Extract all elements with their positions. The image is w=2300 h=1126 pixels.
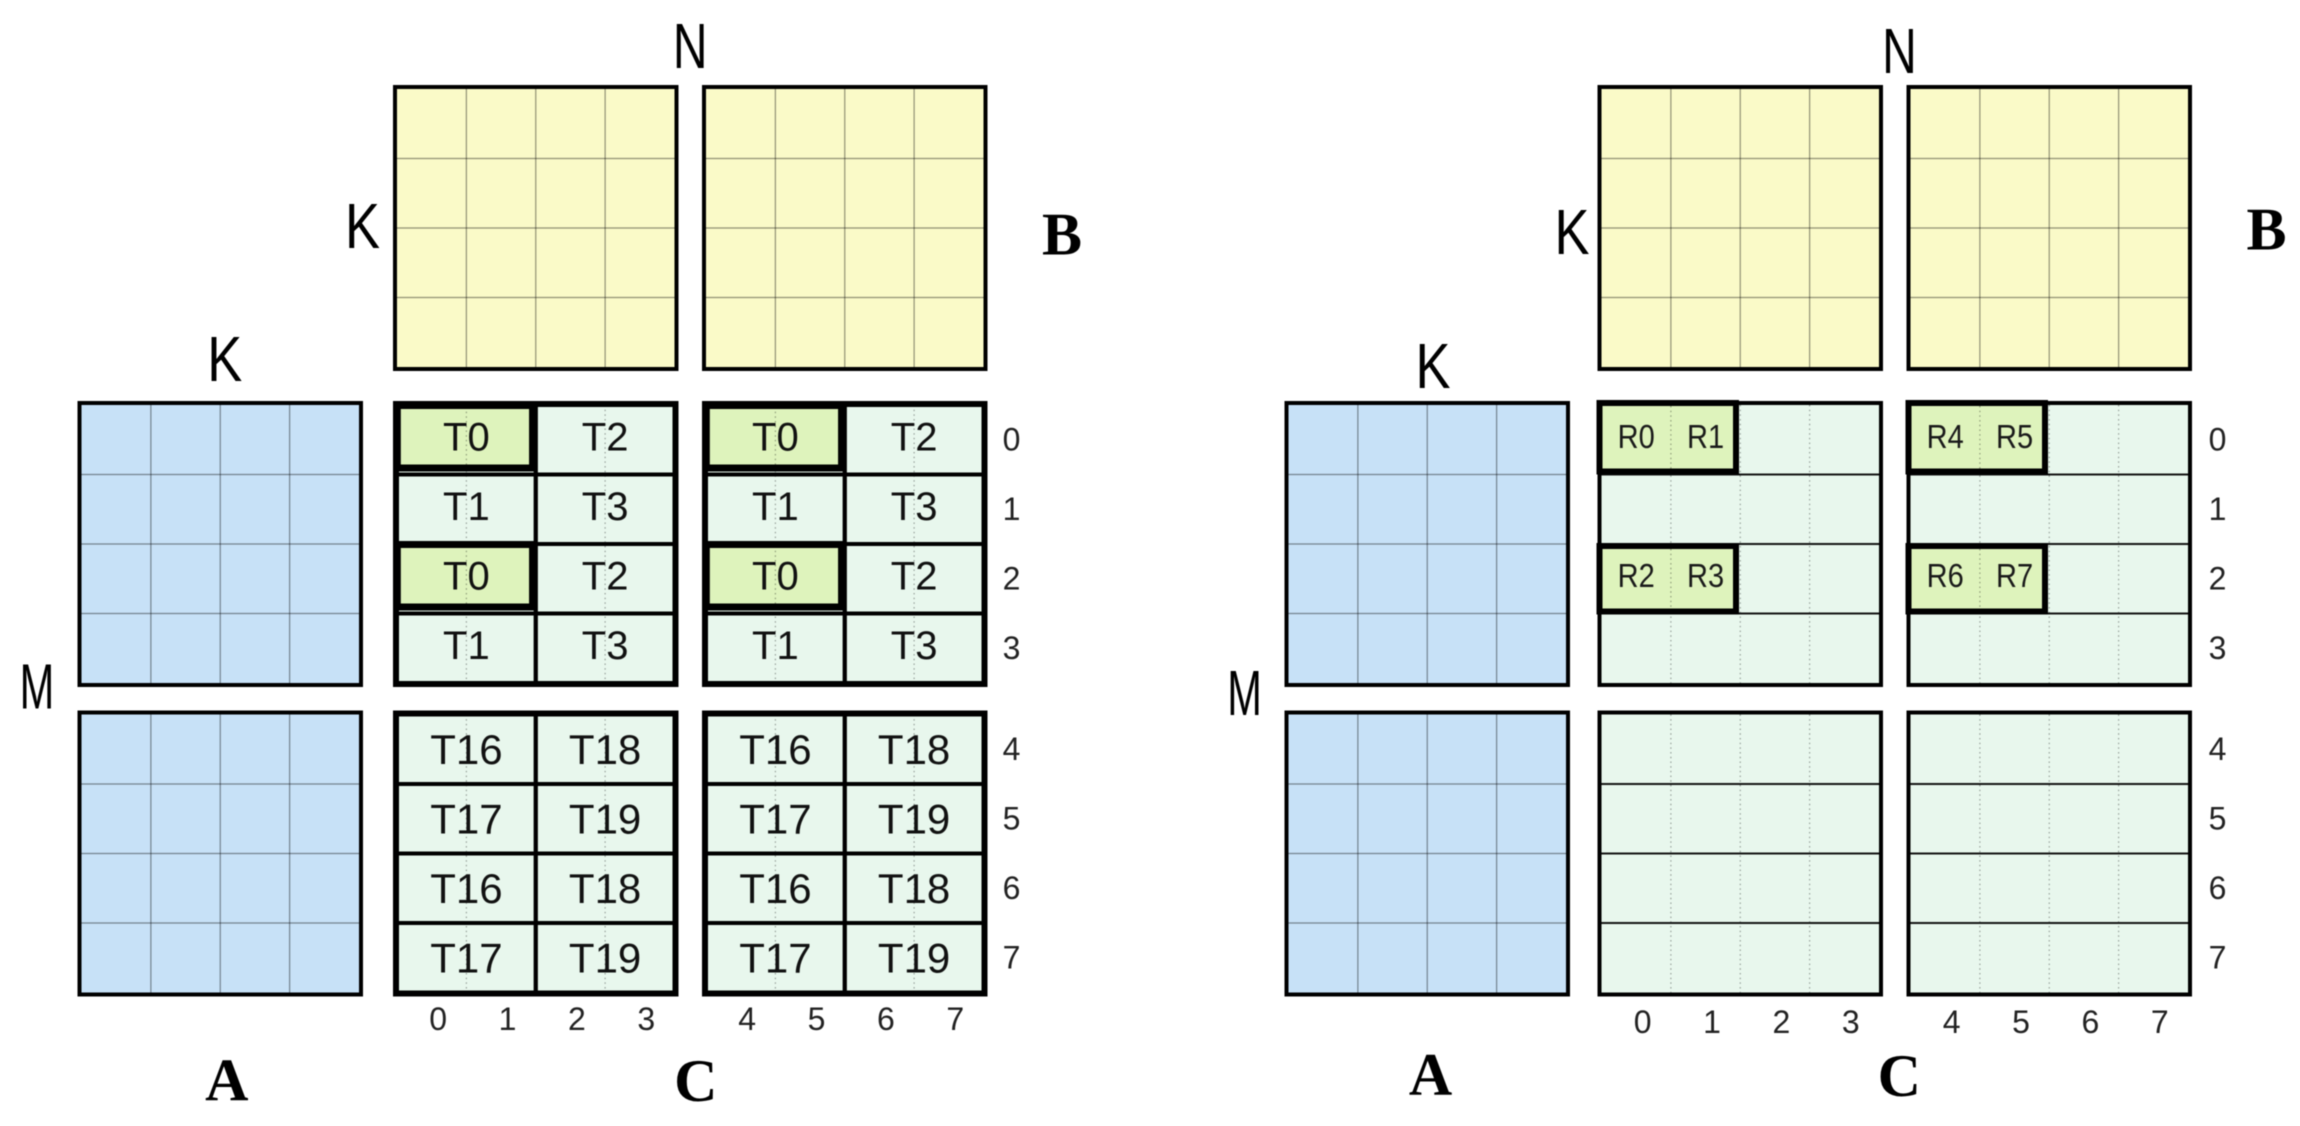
svg-text:T2: T2	[891, 554, 938, 598]
svg-text:T3: T3	[582, 624, 629, 668]
svg-text:4: 4	[1003, 731, 1021, 767]
svg-text:4: 4	[738, 1001, 756, 1037]
svg-text:5: 5	[1003, 800, 1021, 836]
svg-text:4: 4	[2209, 731, 2227, 767]
svg-text:N: N	[1882, 15, 1917, 86]
svg-text:3: 3	[2209, 630, 2227, 666]
svg-text:5: 5	[2209, 800, 2227, 836]
svg-text:T17: T17	[430, 795, 502, 842]
svg-text:6: 6	[2209, 870, 2227, 906]
svg-text:T16: T16	[739, 865, 811, 912]
svg-text:T0: T0	[443, 554, 490, 598]
svg-text:T17: T17	[739, 934, 811, 981]
svg-text:B: B	[1042, 202, 1082, 268]
svg-text:C: C	[1878, 1043, 1921, 1109]
svg-text:K: K	[345, 191, 380, 262]
svg-text:T19: T19	[878, 934, 950, 981]
svg-text:6: 6	[1003, 870, 1021, 906]
svg-text:T18: T18	[569, 865, 641, 912]
svg-text:2: 2	[1773, 1004, 1791, 1040]
svg-text:5: 5	[2012, 1004, 2030, 1040]
svg-text:R3: R3	[1687, 558, 1724, 595]
svg-text:T16: T16	[430, 726, 502, 773]
svg-text:3: 3	[637, 1001, 655, 1037]
svg-text:1: 1	[499, 1001, 517, 1037]
svg-text:A: A	[205, 1047, 248, 1113]
svg-text:3: 3	[1003, 630, 1021, 666]
svg-text:0: 0	[429, 1001, 447, 1037]
svg-text:T19: T19	[569, 795, 641, 842]
svg-text:T3: T3	[891, 624, 938, 668]
svg-text:K: K	[207, 324, 242, 395]
svg-text:7: 7	[2209, 939, 2227, 975]
svg-text:T1: T1	[443, 624, 490, 668]
svg-text:R7: R7	[1996, 558, 2033, 595]
svg-text:T3: T3	[891, 485, 938, 529]
svg-text:1: 1	[1003, 491, 1021, 527]
svg-text:N: N	[673, 10, 708, 81]
svg-text:1: 1	[2209, 491, 2227, 527]
svg-text:T16: T16	[430, 865, 502, 912]
svg-text:0: 0	[1003, 421, 1021, 457]
svg-text:M: M	[20, 652, 55, 723]
svg-text:T19: T19	[878, 795, 950, 842]
svg-text:0: 0	[1634, 1004, 1652, 1040]
svg-text:R0: R0	[1618, 419, 1655, 456]
svg-text:R1: R1	[1687, 419, 1724, 456]
svg-text:B: B	[2246, 197, 2286, 263]
svg-text:T17: T17	[739, 795, 811, 842]
svg-text:4: 4	[1943, 1004, 1961, 1040]
svg-text:T0: T0	[443, 415, 490, 459]
svg-text:T18: T18	[878, 865, 950, 912]
svg-text:T3: T3	[582, 485, 629, 529]
svg-text:3: 3	[1842, 1004, 1860, 1040]
svg-text:T2: T2	[582, 554, 629, 598]
svg-text:2: 2	[568, 1001, 586, 1037]
svg-text:R2: R2	[1618, 558, 1655, 595]
svg-text:6: 6	[877, 1001, 895, 1037]
svg-text:7: 7	[2151, 1004, 2169, 1040]
svg-text:7: 7	[946, 1001, 964, 1037]
svg-text:T17: T17	[430, 934, 502, 981]
svg-text:M: M	[1227, 658, 1262, 729]
svg-text:5: 5	[808, 1001, 826, 1037]
svg-text:R4: R4	[1927, 419, 1964, 456]
svg-text:T16: T16	[739, 726, 811, 773]
svg-text:T1: T1	[752, 624, 799, 668]
svg-text:T0: T0	[752, 415, 799, 459]
svg-text:0: 0	[2209, 421, 2227, 457]
svg-text:T2: T2	[582, 415, 629, 459]
svg-text:T1: T1	[752, 485, 799, 529]
svg-text:C: C	[674, 1048, 717, 1114]
svg-text:T18: T18	[878, 726, 950, 773]
svg-text:T18: T18	[569, 726, 641, 773]
svg-text:1: 1	[1703, 1004, 1721, 1040]
svg-text:T1: T1	[443, 485, 490, 529]
svg-text:R5: R5	[1996, 419, 2033, 456]
svg-text:7: 7	[1003, 939, 1021, 975]
svg-text:6: 6	[2082, 1004, 2100, 1040]
svg-text:K: K	[1415, 331, 1450, 402]
svg-text:K: K	[1554, 197, 1589, 268]
svg-text:2: 2	[2209, 560, 2227, 596]
svg-text:R6: R6	[1927, 558, 1964, 595]
svg-text:T0: T0	[752, 554, 799, 598]
svg-text:T19: T19	[569, 934, 641, 981]
svg-text:T2: T2	[891, 415, 938, 459]
svg-text:A: A	[1409, 1042, 1452, 1108]
svg-text:2: 2	[1003, 560, 1021, 596]
